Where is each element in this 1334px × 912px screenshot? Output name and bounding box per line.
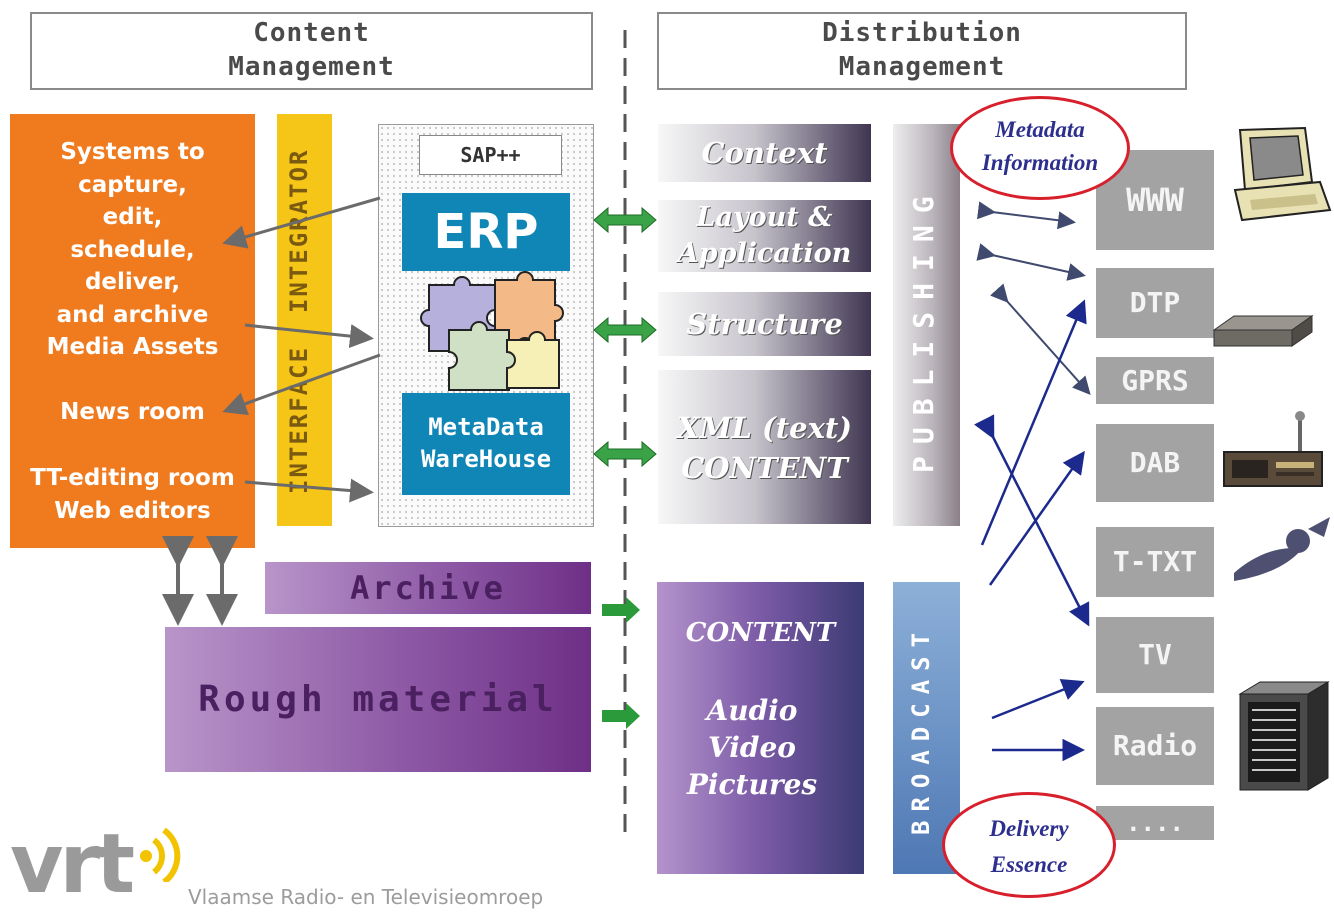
metadata-warehouse-box: MetaData WareHouse xyxy=(402,393,570,495)
interface-integrator-bar: INTERFACE INTEGRATOR xyxy=(277,114,332,526)
modem-icon xyxy=(1212,315,1314,347)
vrt-tagline: Vlaamse Radio- en Televisieomroep xyxy=(188,885,544,909)
rough-material-box: Rough material xyxy=(165,627,591,772)
separator-dashed-line xyxy=(623,30,627,840)
monitor-icon xyxy=(1233,126,1332,222)
metadata-information-bubble: Metadata Information xyxy=(950,96,1130,200)
channel-dtp: DTP xyxy=(1096,268,1214,338)
structure-box: Structure xyxy=(658,292,871,356)
server-rack-icon xyxy=(1238,681,1330,791)
distribution-management-header: Distribution Management xyxy=(657,12,1187,90)
content-management-header: Content Management xyxy=(30,12,593,90)
systems-capture-text: Systems to capture, edit, schedule, deli… xyxy=(46,139,219,360)
content-types: Audio Video Pictures xyxy=(686,694,818,801)
vrt-logo-mark: vrt xyxy=(10,817,135,912)
channel-www: WWW xyxy=(1096,150,1214,250)
radio-receiver-icon xyxy=(1223,411,1323,487)
channel-dab: DAB xyxy=(1096,424,1214,502)
archive-box: Archive xyxy=(265,562,591,614)
tt-editing-label: TT-editing room Web editors xyxy=(30,465,235,524)
sap-label: SAP++ xyxy=(419,135,562,175)
channel-more: .... xyxy=(1096,806,1214,840)
sap-box: SAP++ ERP MetaData WareHouse xyxy=(378,124,594,527)
channel-radio: Radio xyxy=(1096,707,1214,785)
channel-tv: TV xyxy=(1096,617,1214,693)
erp-box: ERP xyxy=(402,193,570,271)
content-title: CONTENT xyxy=(685,618,836,648)
delivery-essence-bubble: Delivery Essence xyxy=(942,792,1116,898)
content-arrows xyxy=(602,597,640,729)
green-arrows xyxy=(593,206,657,468)
systems-block: Systems to capture, edit, schedule, deli… xyxy=(10,114,255,548)
vrt-signal-icon xyxy=(140,827,181,882)
layout-application-box: Layout & Application xyxy=(658,200,871,272)
puzzle-icon xyxy=(420,271,564,391)
publishing-bar: PUBLISHING xyxy=(893,124,960,526)
channel-t-txt: T-TXT xyxy=(1096,527,1214,597)
context-box: Context xyxy=(658,124,871,182)
teletext-icon xyxy=(1234,517,1330,581)
news-room-label: News room xyxy=(60,399,205,425)
vrt-logo: vrt xyxy=(4,820,184,910)
xml-content-box: XML (text) CONTENT xyxy=(658,370,871,524)
integration-arrows xyxy=(162,196,381,626)
channel-gprs: GPRS xyxy=(1096,357,1214,404)
content-box: CONTENT Audio Video Pictures xyxy=(657,582,864,874)
